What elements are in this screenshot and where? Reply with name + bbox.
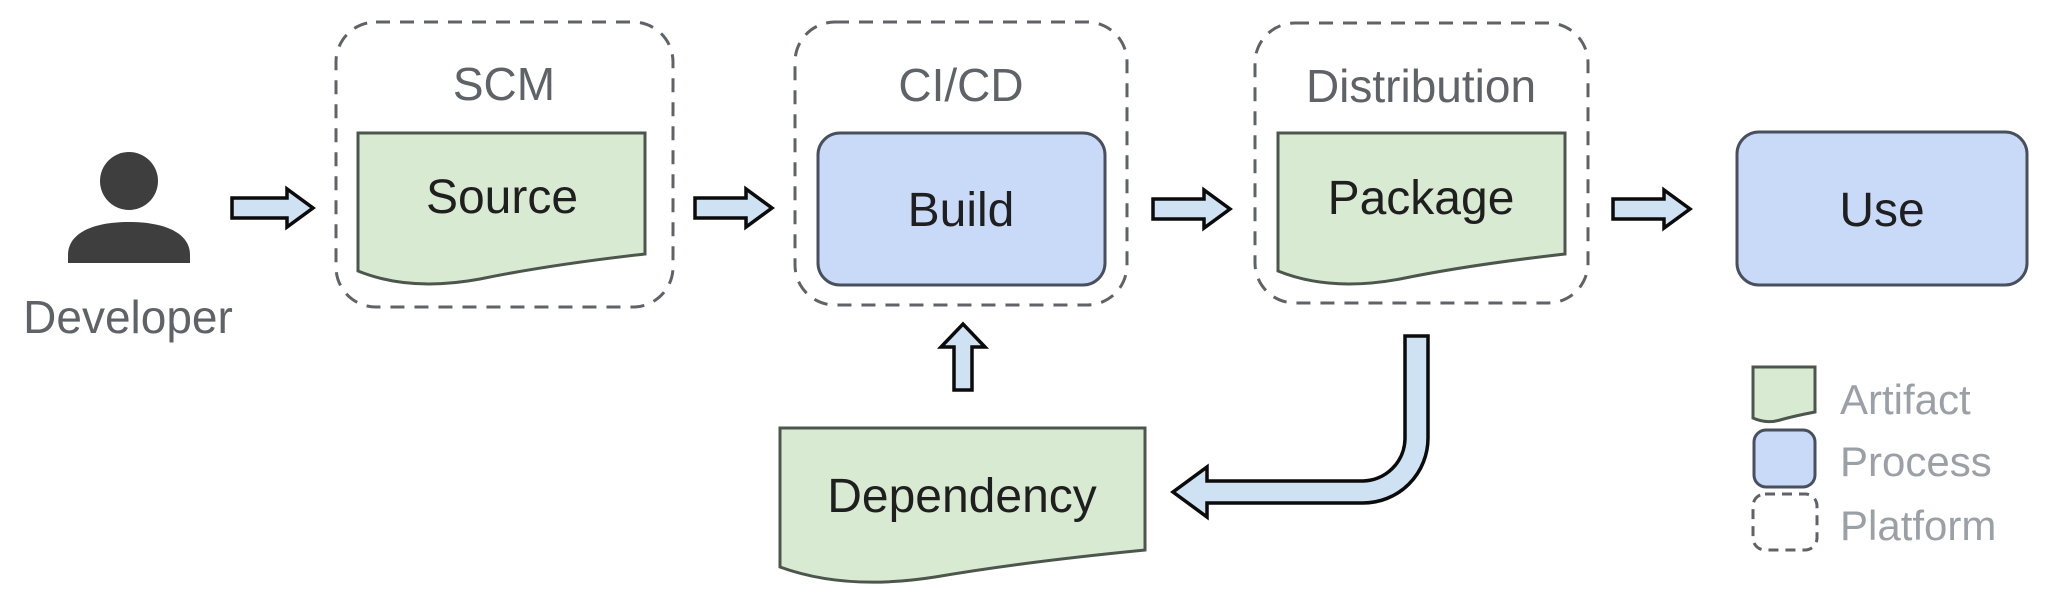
distribution-platform-label: Distribution bbox=[1306, 60, 1536, 112]
arrow-cicd-to-distribution-icon bbox=[1151, 186, 1233, 232]
arrow-distribution-to-use-icon bbox=[1611, 186, 1693, 232]
legend-process-swatch-icon bbox=[1752, 428, 1817, 489]
package-label: Package bbox=[1328, 172, 1515, 225]
distribution-dashed-border bbox=[1253, 21, 1590, 305]
legend-artifact-swatch-icon bbox=[1751, 365, 1817, 424]
package-artifact-shape bbox=[1276, 131, 1567, 286]
person-head-icon bbox=[100, 152, 158, 210]
legend: Artifact Process Platform bbox=[1751, 365, 1996, 552]
arrow-scm-to-cicd-icon bbox=[693, 185, 775, 231]
legend-artifact-label: Artifact bbox=[1840, 376, 1971, 423]
cicd-platform-label: CI/CD bbox=[898, 59, 1023, 111]
person-body-icon bbox=[68, 222, 190, 263]
scm-dashed-border bbox=[334, 20, 675, 309]
developer-label: Developer bbox=[23, 291, 233, 343]
developer-icon bbox=[68, 152, 190, 263]
build-process-shape bbox=[816, 131, 1107, 287]
arrow-developer-to-scm-icon bbox=[230, 185, 316, 231]
scm-platform-label: SCM bbox=[453, 58, 555, 110]
distribution-platform-box: Distribution Package bbox=[1253, 21, 1590, 305]
dependency-artifact-shape bbox=[778, 426, 1147, 584]
cicd-platform-box: CI/CD Build bbox=[793, 20, 1129, 307]
use-process-box: Use bbox=[1735, 130, 2029, 287]
use-process-shape bbox=[1735, 130, 2029, 287]
cicd-dashed-border bbox=[793, 20, 1129, 307]
source-label: Source bbox=[426, 171, 578, 224]
source-artifact-shape bbox=[356, 131, 647, 286]
legend-platform-swatch-icon bbox=[1751, 492, 1819, 552]
build-label: Build bbox=[908, 184, 1015, 237]
arrow-package-to-dependency-icon bbox=[1170, 334, 1430, 521]
use-label: Use bbox=[1839, 184, 1924, 237]
arrow-dependency-to-build-icon bbox=[936, 321, 990, 392]
dependency-label: Dependency bbox=[827, 470, 1097, 523]
scm-platform-box: SCM Source bbox=[334, 20, 675, 309]
legend-platform-label: Platform bbox=[1840, 502, 1996, 549]
legend-process-label: Process bbox=[1840, 438, 1992, 485]
dependency-box: Dependency bbox=[778, 426, 1147, 584]
